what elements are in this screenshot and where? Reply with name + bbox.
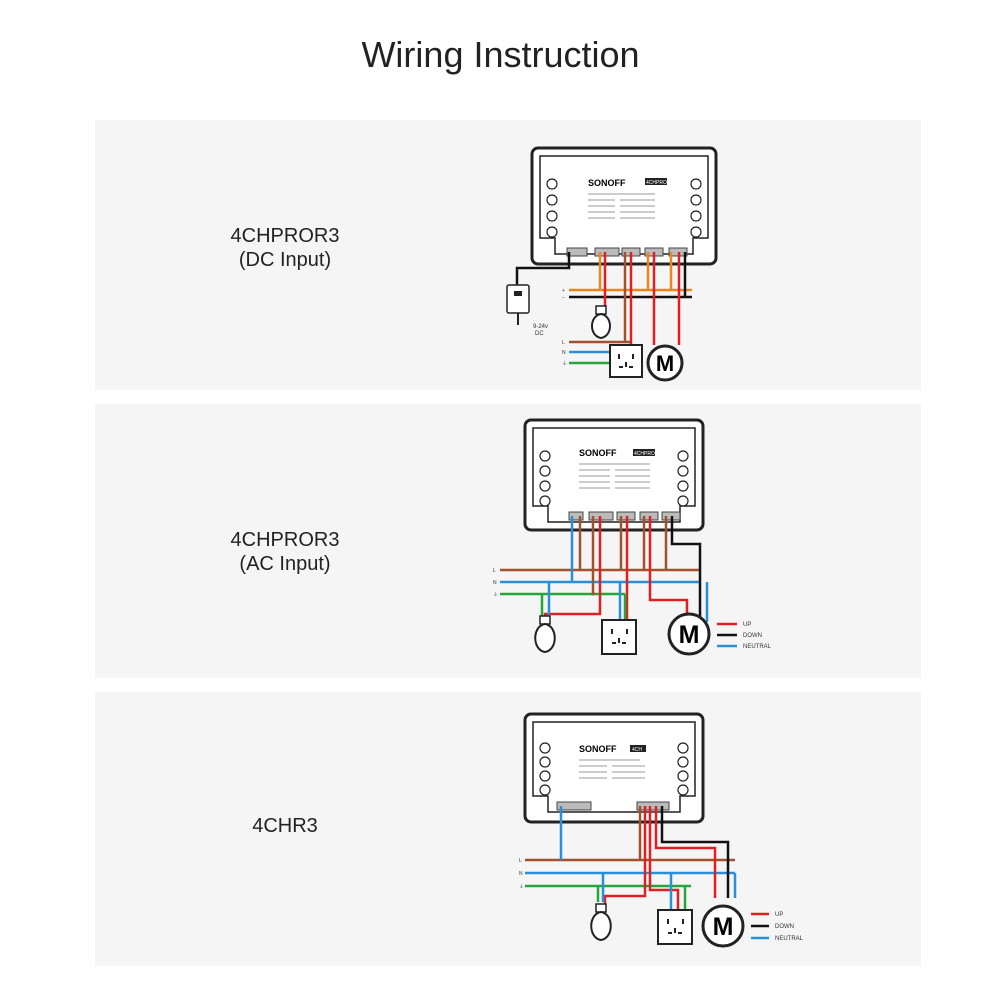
svg-text:M: M — [713, 913, 734, 941]
panel-4chr3: 4CHR3 SONOFF 4CH — [95, 692, 921, 966]
page-title: Wiring Instruction — [361, 34, 640, 75]
legend-neutral: NEUTRAL — [743, 644, 772, 650]
sonoff-device: SONOFF 4CH — [523, 712, 705, 824]
model-name: 4CHPROR3 — [230, 225, 340, 247]
svg-text:M: M — [656, 351, 674, 376]
motor: M — [701, 904, 745, 948]
brand-logo: SONOFF — [588, 178, 626, 188]
power-note: 9-24v — [533, 324, 548, 330]
model-badge: 4CHPRO — [634, 451, 655, 457]
supply-lines — [525, 858, 735, 888]
power-note-unit: DC — [535, 331, 544, 337]
power-socket — [601, 619, 637, 655]
legend-down: DOWN — [775, 924, 794, 930]
earth-letter: ⏚ — [519, 883, 524, 890]
power-socket — [609, 344, 643, 378]
wire-legend: UP DOWN NEUTRAL — [717, 622, 772, 650]
motor: M — [667, 612, 711, 656]
svg-text:M: M — [679, 621, 700, 649]
terminal-wires — [515, 252, 687, 352]
light-bulb — [590, 903, 612, 942]
model-badge: 4CH — [632, 747, 642, 753]
brand-logo: SONOFF — [579, 448, 617, 458]
light-bulb — [591, 305, 611, 340]
panel-4chr3-label: 4CHR3 — [205, 814, 365, 838]
neutral-letter: N — [493, 580, 497, 586]
brand-logo: SONOFF — [579, 744, 617, 754]
model-name: 4CHR3 — [252, 815, 318, 837]
legend-neutral: NEUTRAL — [775, 936, 804, 942]
model-name: 4CHPROR3 — [230, 529, 340, 551]
model-badge: 4CHPRO — [646, 180, 667, 186]
sonoff-device: SONOFF 4CHPRO — [523, 418, 705, 532]
input-type: (AC Input) — [239, 553, 331, 575]
wire-legend: UP DOWN NEUTRAL — [751, 912, 804, 942]
dc-plus-letter: + — [562, 288, 565, 294]
earth-letter: ⏚ — [562, 360, 567, 367]
input-type: (DC Input) — [238, 249, 332, 271]
wiring-diagram-dc: SONOFF 4CHPRO — [506, 146, 718, 382]
live-letter: L — [562, 340, 565, 346]
live-letter: L — [519, 858, 522, 864]
light-bulb — [534, 615, 556, 654]
panel-dc-input: 4CHPROR3 (DC Input) SONOFF 4CHPRO — [95, 120, 921, 390]
motor: M — [646, 344, 684, 382]
neutral-letter: N — [562, 350, 566, 356]
panel-ac-input: 4CHPROR3 (AC Input) SONOFF 4CHPRO — [95, 404, 921, 678]
legend-up: UP — [743, 622, 751, 628]
neutral-letter: N — [519, 871, 523, 877]
panel-dc-label: 4CHPROR3 (DC Input) — [205, 224, 365, 272]
dc-minus-letter: − — [562, 295, 565, 301]
panel-ac-label: 4CHPROR3 (AC Input) — [205, 528, 365, 576]
terminal-wires — [559, 806, 737, 910]
power-socket — [657, 909, 693, 945]
wiring-diagram-4chr3: SONOFF 4CH L N ⏚ — [519, 712, 804, 948]
live-letter: L — [493, 568, 496, 574]
legend-down: DOWN — [743, 633, 762, 639]
dc-power-adapter — [506, 284, 530, 325]
earth-letter: ⏚ — [493, 591, 498, 598]
legend-up: UP — [775, 912, 783, 918]
wiring-diagram-ac: SONOFF 4CHPRO L N ⏚ — [493, 418, 772, 656]
sonoff-device: SONOFF 4CHPRO — [530, 146, 718, 266]
